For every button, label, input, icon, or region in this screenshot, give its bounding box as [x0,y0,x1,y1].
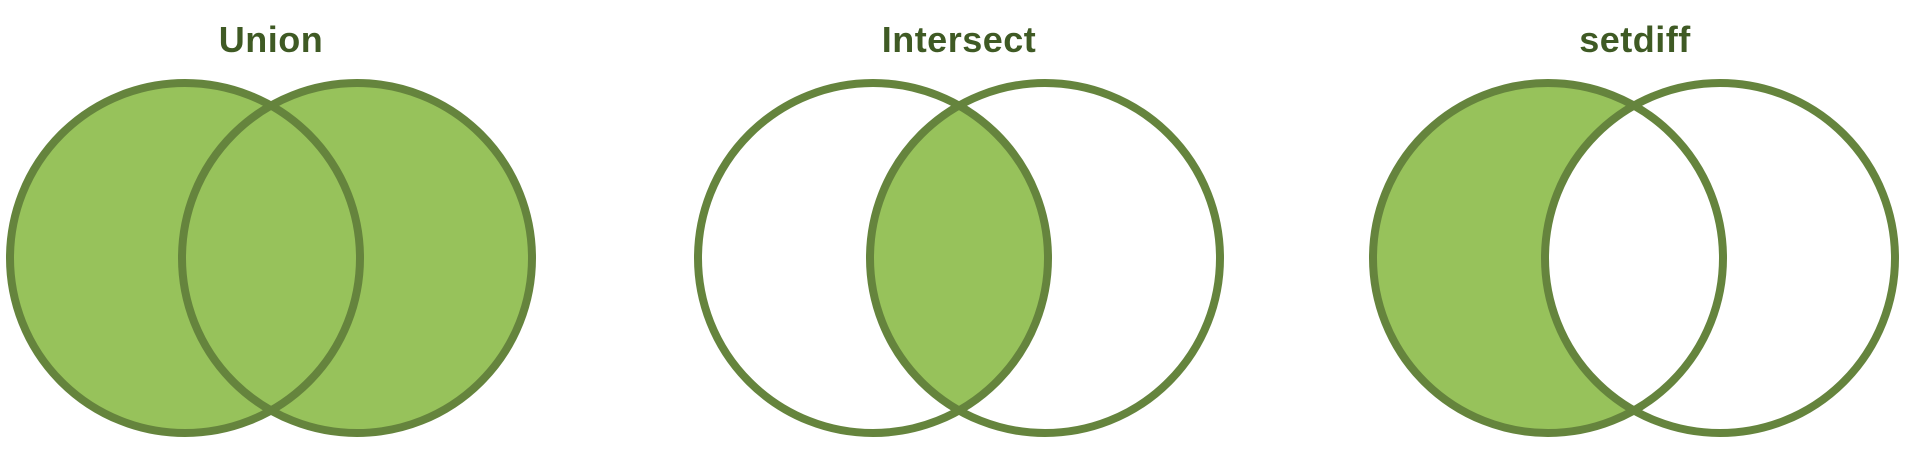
union-left-circle [6,79,364,437]
setdiff-panel: setdiff [1369,19,1899,437]
intersect-panel: Intersect [694,19,1224,437]
intersect-right-circle [866,79,1224,437]
setdiff-title: setdiff [1579,19,1691,60]
union-right-circle [178,79,536,437]
union-panel: Union [6,19,536,437]
intersect-left-circle [694,79,1052,437]
intersect-title: Intersect [882,19,1037,60]
setdiff-right-circle [1541,79,1899,437]
union-title: Union [219,19,323,60]
setdiff-left-circle [1369,79,1727,437]
